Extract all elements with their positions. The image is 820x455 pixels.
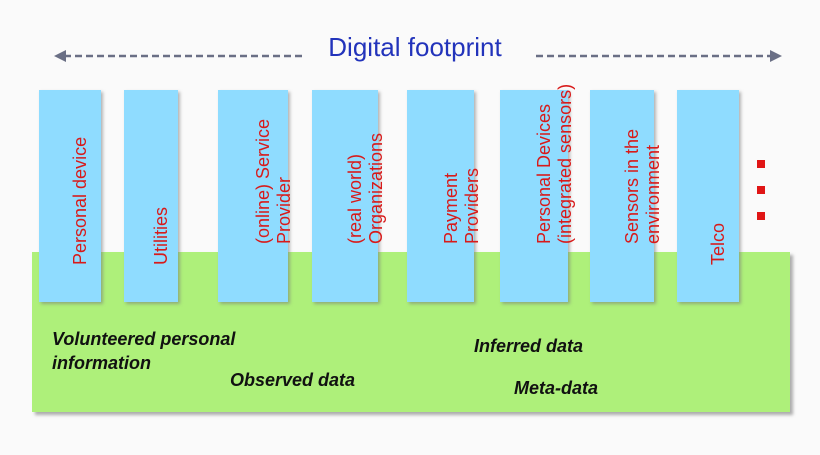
column-label: (real world) Organizations [345, 132, 386, 244]
column-sensors-environment: Sensors in the environment [590, 90, 663, 302]
column-label: Telco [708, 222, 728, 265]
column-label: Sensors in the environment [622, 128, 663, 244]
column-label: Utilities [151, 206, 171, 265]
column-personal-device: Personal device [39, 90, 101, 302]
inferred-data-label: Inferred data [474, 336, 584, 356]
ellipsis-dot [757, 186, 765, 194]
column-payment-providers: Payment Providers [407, 90, 482, 302]
left-arrow [54, 50, 302, 62]
ellipsis-dot [757, 160, 765, 168]
diagram-title: Digital footprint [328, 32, 502, 62]
column-label: (online) Service Provider [253, 118, 294, 244]
column-label: Payment Providers [440, 167, 482, 244]
right-arrow [536, 50, 782, 62]
meta-data-label: Meta-data [514, 378, 599, 398]
ellipsis-dot [757, 212, 765, 220]
ellipsis-dots [757, 160, 767, 238]
column-telco: Telco [677, 90, 739, 302]
column-label: Personal Devices (integrated sensors) [534, 83, 575, 244]
column-online-service-provider: (online) Service Provider [218, 90, 294, 302]
column-utilities: Utilities [124, 90, 178, 302]
observed-data-label: Observed data [230, 370, 356, 390]
column-personal-devices-sensors: Personal Devices (integrated sensors) [500, 84, 575, 302]
volunteered-data-label: Volunteered personal information [52, 329, 236, 373]
column-real-world-organizations: (real world) Organizations [312, 90, 386, 302]
column-label: Personal device [70, 136, 90, 265]
